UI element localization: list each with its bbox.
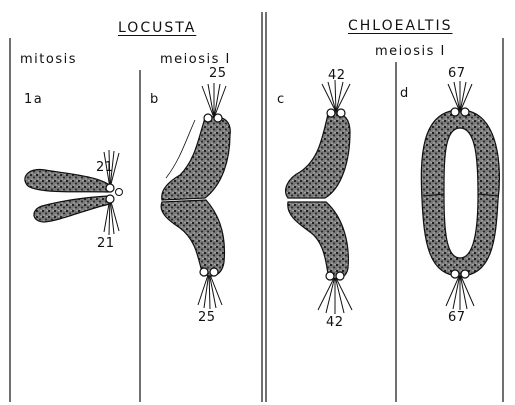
chromatid-a-lower — [34, 196, 110, 222]
centromere-b-top-1 — [204, 114, 212, 122]
spindle-fibers-d-bottom — [446, 274, 474, 310]
centromere-a-1 — [106, 184, 114, 192]
title-locusta: LOCUSTA — [118, 20, 196, 36]
count-b-top: 25 — [209, 66, 227, 81]
count-a-bottom: 21 — [97, 236, 115, 251]
count-c-bottom: 42 — [326, 315, 344, 330]
label-mitosis: mitosis — [20, 52, 77, 67]
count-a-top: 21 — [96, 160, 114, 175]
chromosome-b-lower — [161, 200, 224, 276]
count-c-top: 42 — [328, 68, 346, 83]
centromere-d-bot-2 — [461, 270, 469, 278]
centromere-a-2 — [106, 195, 114, 203]
spindle-fibers-c-top — [322, 80, 350, 112]
panel-label-a: 1a — [24, 92, 43, 107]
chromosome-c-upper — [286, 113, 350, 198]
label-meiosis-locusta: meiosis I — [160, 52, 231, 67]
centromere-d-top-1 — [451, 108, 459, 116]
chromosome-b — [161, 83, 230, 309]
count-d-top: 67 — [448, 66, 466, 81]
centromere-b-top-2 — [214, 114, 222, 122]
panel-label-d: d — [400, 86, 410, 101]
centromere-b-bot-2 — [210, 268, 218, 276]
spindle-fibers-b-top — [202, 83, 226, 118]
count-d-bottom: 67 — [448, 310, 466, 325]
centromere-d-bot-1 — [451, 270, 459, 278]
centromere-b-bot-1 — [200, 268, 208, 276]
title-chloealtis: CHLOEALTIS — [348, 18, 453, 34]
chromosome-b-upper — [162, 117, 231, 200]
count-b-bottom: 25 — [198, 310, 216, 325]
centromere-c-top-1 — [327, 109, 335, 117]
chromosome-c-lower — [288, 202, 349, 279]
centromere-c-top-2 — [337, 109, 345, 117]
label-meiosis-chloealtis: meiosis I — [375, 44, 446, 59]
spindle-fibers-c-bottom — [318, 276, 352, 314]
chromosome-d-ring — [421, 110, 499, 276]
chromosome-d — [421, 81, 499, 310]
panel-label-c: c — [277, 92, 286, 107]
centromere-d-top-2 — [461, 108, 469, 116]
centromere-c-bot-1 — [326, 272, 334, 280]
chromosome-c — [286, 80, 352, 314]
spindle-fibers-b-bottom — [198, 272, 222, 309]
spindle-fibers-d-top — [448, 81, 472, 112]
panel-label-b: b — [150, 92, 160, 107]
centromere-c-bot-2 — [336, 272, 344, 280]
